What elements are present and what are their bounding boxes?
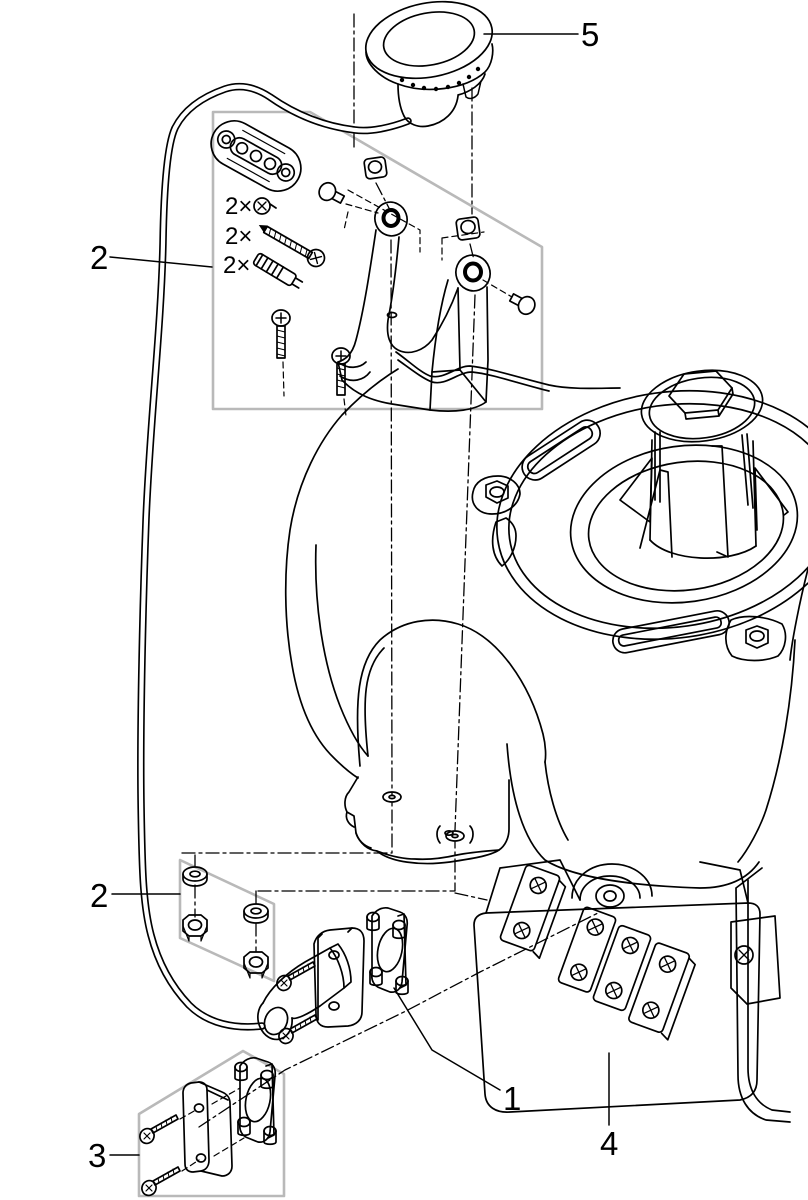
svg-text:2×: 2× [225, 193, 252, 220]
svg-text:2: 2 [90, 239, 108, 276]
svg-text:2: 2 [90, 877, 108, 914]
svg-text:3: 3 [88, 1137, 106, 1174]
svg-text:1: 1 [503, 1080, 521, 1117]
svg-text:4: 4 [600, 1125, 618, 1162]
svg-text:5: 5 [581, 16, 599, 53]
svg-text:2×: 2× [223, 252, 250, 279]
svg-text:2×: 2× [225, 223, 252, 250]
